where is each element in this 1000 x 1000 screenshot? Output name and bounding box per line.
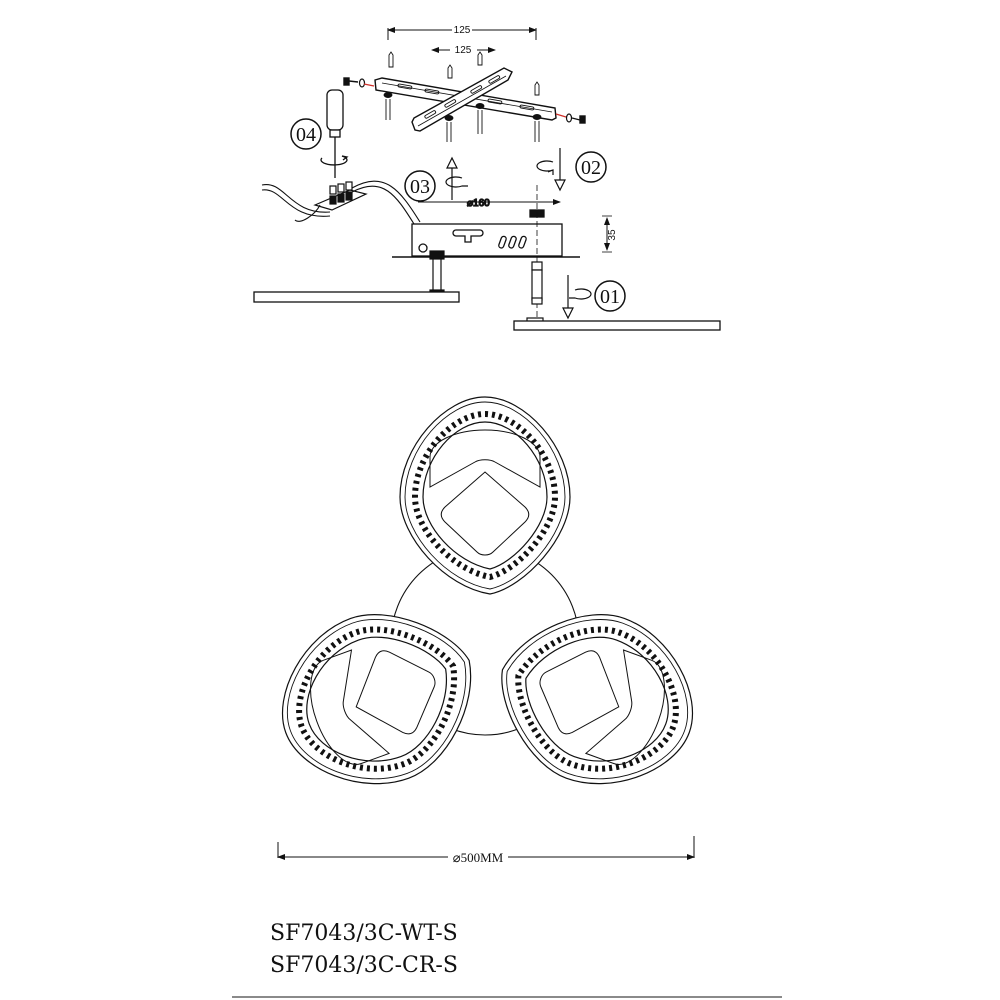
long-screws [383, 92, 542, 142]
side-screw-left [343, 77, 375, 88]
svg-text:04: 04 [296, 124, 316, 146]
height-label: 35 [607, 229, 618, 241]
model-number-wt: SF7043/3C-WT-S [270, 921, 458, 946]
bottom-rule [232, 996, 782, 998]
svg-text:03: 03 [410, 176, 430, 198]
step-02-badge: 02 [575, 151, 607, 183]
model-numbers: SF7043/3C-WT-S SF7043/3C-CR-S [270, 918, 458, 982]
step-01-badge: 01 [594, 280, 626, 312]
lamp-top-view [281, 396, 694, 785]
bracket-dim-inner-label: 125 [455, 45, 472, 56]
dimension-125-outer [387, 27, 537, 40]
svg-text:01: 01 [600, 286, 620, 308]
wall-anchors [388, 51, 540, 96]
svg-text:⌀160: ⌀160 [467, 198, 490, 209]
lamp-plate-left [253, 291, 460, 303]
rotate-up-arrow-icon [445, 156, 468, 200]
lamp-plate-right [513, 320, 721, 331]
step-03-badge: 03 [404, 170, 436, 202]
terminal-block [313, 181, 368, 211]
rotate-down-arrow-01-icon [562, 275, 592, 320]
mounting-rods [429, 250, 544, 323]
lamp-head-right [501, 614, 694, 785]
step-04-badge: 04 [290, 118, 322, 150]
rotate-down-arrow-icon [536, 148, 566, 192]
model-number-cr: SF7043/3C-CR-S [270, 953, 458, 978]
canopy-base: ⌀160 [392, 185, 612, 330]
svg-text:02: 02 [581, 157, 601, 179]
screwdriver [320, 89, 349, 178]
side-screw-right [555, 113, 586, 124]
lamp-head-top [399, 396, 571, 595]
overall-diameter-label: ⌀500MM [453, 850, 504, 865]
power-cable [261, 180, 421, 225]
mounting-bracket-group [343, 27, 586, 142]
overall-diameter-dimension [277, 836, 695, 860]
lamp-head-left [281, 614, 472, 785]
bracket-dim-outer-label: 125 [454, 25, 471, 36]
